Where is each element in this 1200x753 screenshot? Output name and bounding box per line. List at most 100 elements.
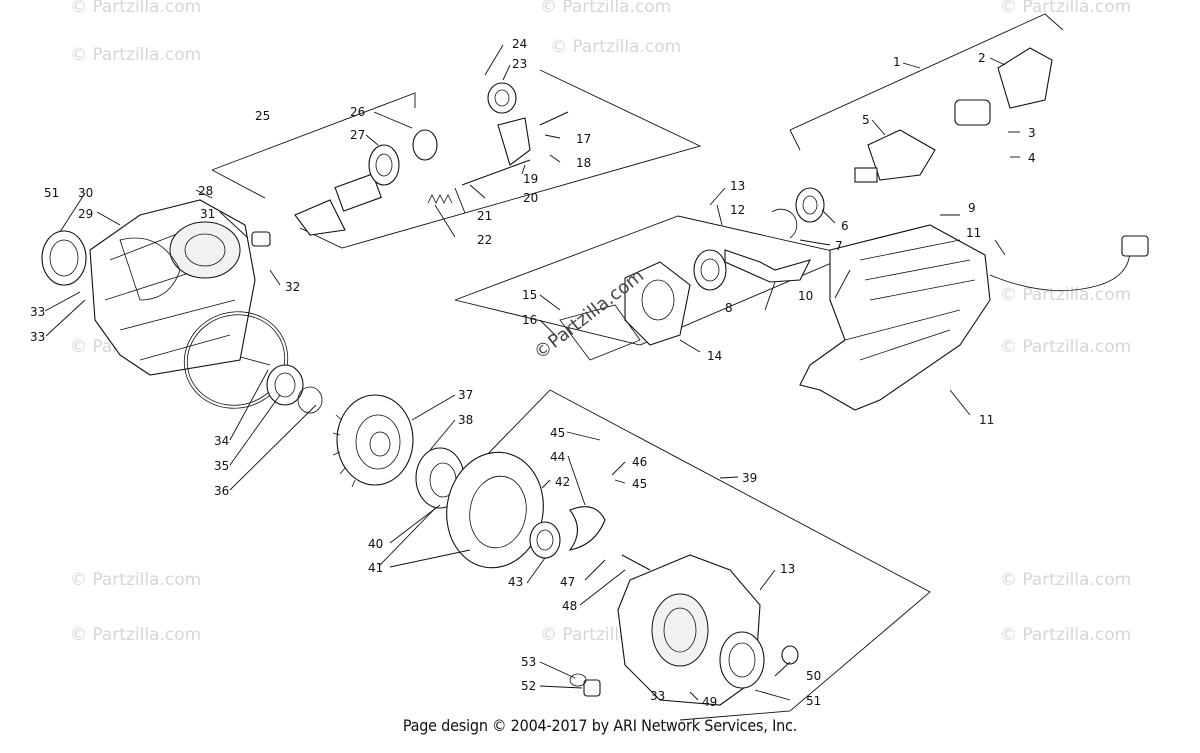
callout-label: 22 (477, 233, 492, 247)
callout-label: 15 (522, 288, 537, 302)
seal-51-left (41, 230, 87, 286)
spring-22 (427, 194, 453, 204)
watermark: © Partzilla.com (70, 0, 201, 17)
callout-label: 47 (560, 575, 575, 589)
ring-gear-37 (332, 394, 414, 488)
callout-label: 30 (78, 186, 93, 200)
callout-label: 8 (725, 301, 733, 315)
yoke-2 (997, 47, 1053, 109)
callout-label: 45 (550, 426, 565, 440)
callout-label: 11 (979, 413, 994, 427)
callout-label: 50 (806, 669, 821, 683)
callout-label: 21 (477, 209, 492, 223)
callout-label: 51 (44, 186, 59, 200)
callout-label: 13 (730, 179, 745, 193)
callout-label: 27 (350, 128, 365, 142)
bearing-35 (266, 364, 304, 406)
callout-label: 12 (730, 203, 745, 217)
callout-label: 37 (458, 388, 473, 402)
callout-label: 45 (632, 477, 647, 491)
callout-label: 36 (214, 484, 229, 498)
callout-label: 33 (30, 330, 45, 344)
bearing-27 (368, 144, 400, 186)
gear-actuator-9 (799, 224, 1149, 411)
pin-48 (621, 554, 651, 571)
callout-label: 18 (576, 156, 591, 170)
callout-label: 38 (458, 413, 473, 427)
callout-label: 49 (702, 695, 717, 709)
plug-52 (569, 673, 601, 697)
callout-label: 16 (522, 313, 537, 327)
callout-label: 33 (650, 689, 665, 703)
watermark: © Partzilla.com (1000, 625, 1131, 645)
washer-50 (781, 645, 799, 665)
callout-label: 32 (285, 280, 300, 294)
callout-label: 13 (780, 562, 795, 576)
callout-label: 53 (521, 655, 536, 669)
callout-label: 1 (893, 55, 901, 69)
watermark: © Partzilla.com (1000, 337, 1131, 357)
snap-ring-7 (771, 208, 798, 239)
callout-label: 51 (806, 694, 821, 708)
gear-case-14 (624, 261, 691, 346)
callout-label: 28 (198, 184, 213, 198)
callout-label: 9 (968, 201, 976, 215)
callout-label: 31 (200, 207, 215, 221)
watermark: © Partzilla.com (540, 0, 671, 17)
callout-label: 41 (368, 561, 383, 575)
pinion-shaft (294, 173, 382, 236)
callout-label: 46 (632, 455, 647, 469)
callout-label: 2 (978, 51, 986, 65)
watermark: © Partzilla.com (70, 625, 201, 645)
callout-label: 48 (562, 599, 577, 613)
callout-label: 14 (707, 349, 722, 363)
callout-label: 33 (30, 305, 45, 319)
callout-label: 43 (508, 575, 523, 589)
seal-51-right (719, 631, 765, 689)
callout-label: 17 (576, 132, 591, 146)
callout-label: 29 (78, 207, 93, 221)
collar-41 (446, 451, 544, 569)
callout-label: 26 (350, 105, 365, 119)
bracket-8 (724, 249, 812, 283)
callout-label: 23 (512, 57, 527, 71)
callout-label: 35 (214, 459, 229, 473)
bearing-12 (693, 249, 727, 291)
watermark: © Partzilla.com (1000, 570, 1131, 590)
callout-label: 11 (966, 226, 981, 240)
callout-label: 42 (555, 475, 570, 489)
coupler-30 (251, 231, 271, 247)
bearing-43 (529, 521, 561, 559)
callout-label: 7 (835, 239, 843, 253)
footer-copyright: Page design © 2004-2017 by ARI Network S… (402, 716, 798, 735)
callout-label: 10 (798, 289, 813, 303)
watermark: © Partzilla.com (1000, 0, 1131, 17)
callout-label: 40 (368, 537, 383, 551)
seal-6 (795, 187, 825, 223)
watermark: © Partzilla.com (70, 570, 201, 590)
callout-label: 19 (523, 172, 538, 186)
shim-36 (297, 386, 323, 414)
watermark: © Partzilla.com (70, 45, 201, 65)
gasket-15 (559, 304, 641, 361)
bearing-26 (412, 129, 438, 161)
callout-label: 25 (255, 109, 270, 123)
callout-label: 44 (550, 450, 565, 464)
callout-label: 5 (862, 113, 870, 127)
callout-label: 3 (1028, 126, 1036, 140)
watermark: © Partzilla.com (550, 37, 681, 57)
yoke-5 (854, 129, 936, 183)
callout-numbers: 1 2 3 4 5 6 7 8 9 10 11 11 12 13 13 14 1… (30, 37, 1036, 709)
callout-label: 34 (214, 434, 229, 448)
callout-label: 39 (742, 471, 757, 485)
callout-label: 20 (523, 191, 538, 205)
watermark: © Partzilla.com (1000, 285, 1131, 305)
u-joint-3 (954, 99, 991, 126)
callout-label: 52 (521, 679, 536, 693)
leader-lines (44, 44, 1020, 701)
shift-fork-44 (568, 506, 606, 551)
shift-shaft-20 (461, 111, 569, 186)
callout-label: 4 (1028, 151, 1036, 165)
callout-label: 6 (841, 219, 849, 233)
